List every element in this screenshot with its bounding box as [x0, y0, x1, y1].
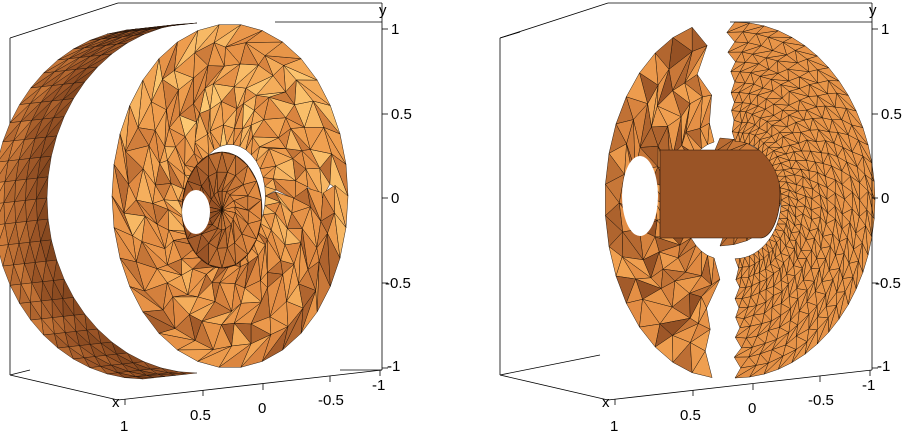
x-tick-label: 0.5	[190, 407, 211, 424]
x-axis	[124, 370, 381, 405]
y-tick-label: -0.5	[875, 275, 901, 292]
y-tick-label: -1	[877, 358, 890, 375]
y-tick-label: -0.5	[385, 275, 411, 292]
y-axis	[382, 28, 388, 369]
x-axis	[614, 370, 871, 405]
y-axis-label: y	[379, 2, 387, 19]
x-axis-label: x	[112, 394, 120, 411]
x-tick-label: -1	[862, 377, 875, 394]
ring-mesh-cut	[605, 21, 876, 379]
x-tick-label: -0.5	[318, 392, 344, 409]
y-tick-label: 0	[391, 190, 399, 207]
y-axis	[872, 28, 878, 369]
y-tick-label: -1	[387, 358, 400, 375]
x-tick-label: 0.5	[680, 407, 701, 424]
x-tick-label: 0	[258, 400, 266, 417]
x-tick-label: -0.5	[808, 392, 834, 409]
bounding-box-back	[499, 2, 873, 401]
y-tick-label: 0.5	[881, 106, 902, 123]
y-tick-label: 0.5	[391, 106, 412, 123]
x-tick-label: 1	[610, 418, 618, 435]
y-tick-label: 1	[881, 21, 889, 38]
x-axis-label: x	[602, 394, 610, 411]
y-axis-label: y	[869, 2, 877, 19]
ring-mesh-full	[0, 22, 349, 380]
y-tick-label: 0	[881, 190, 889, 207]
bounding-box-front	[117, 21, 383, 401]
y-tick-label: 1	[391, 21, 399, 38]
panel-cut-ring: y 1 0.5 0 -0.5 -1 x 1 0.5 0 -0.5 -1	[499, 2, 902, 435]
x-tick-label: 0	[748, 400, 756, 417]
panel-full-ring: y 1 0.5 0 -0.5 -1 x 1 0.5 0 -0.5 -1	[0, 2, 412, 435]
x-tick-label: 1	[120, 418, 128, 435]
x-tick-label: -1	[372, 377, 385, 394]
bounding-box-front	[499, 21, 873, 401]
